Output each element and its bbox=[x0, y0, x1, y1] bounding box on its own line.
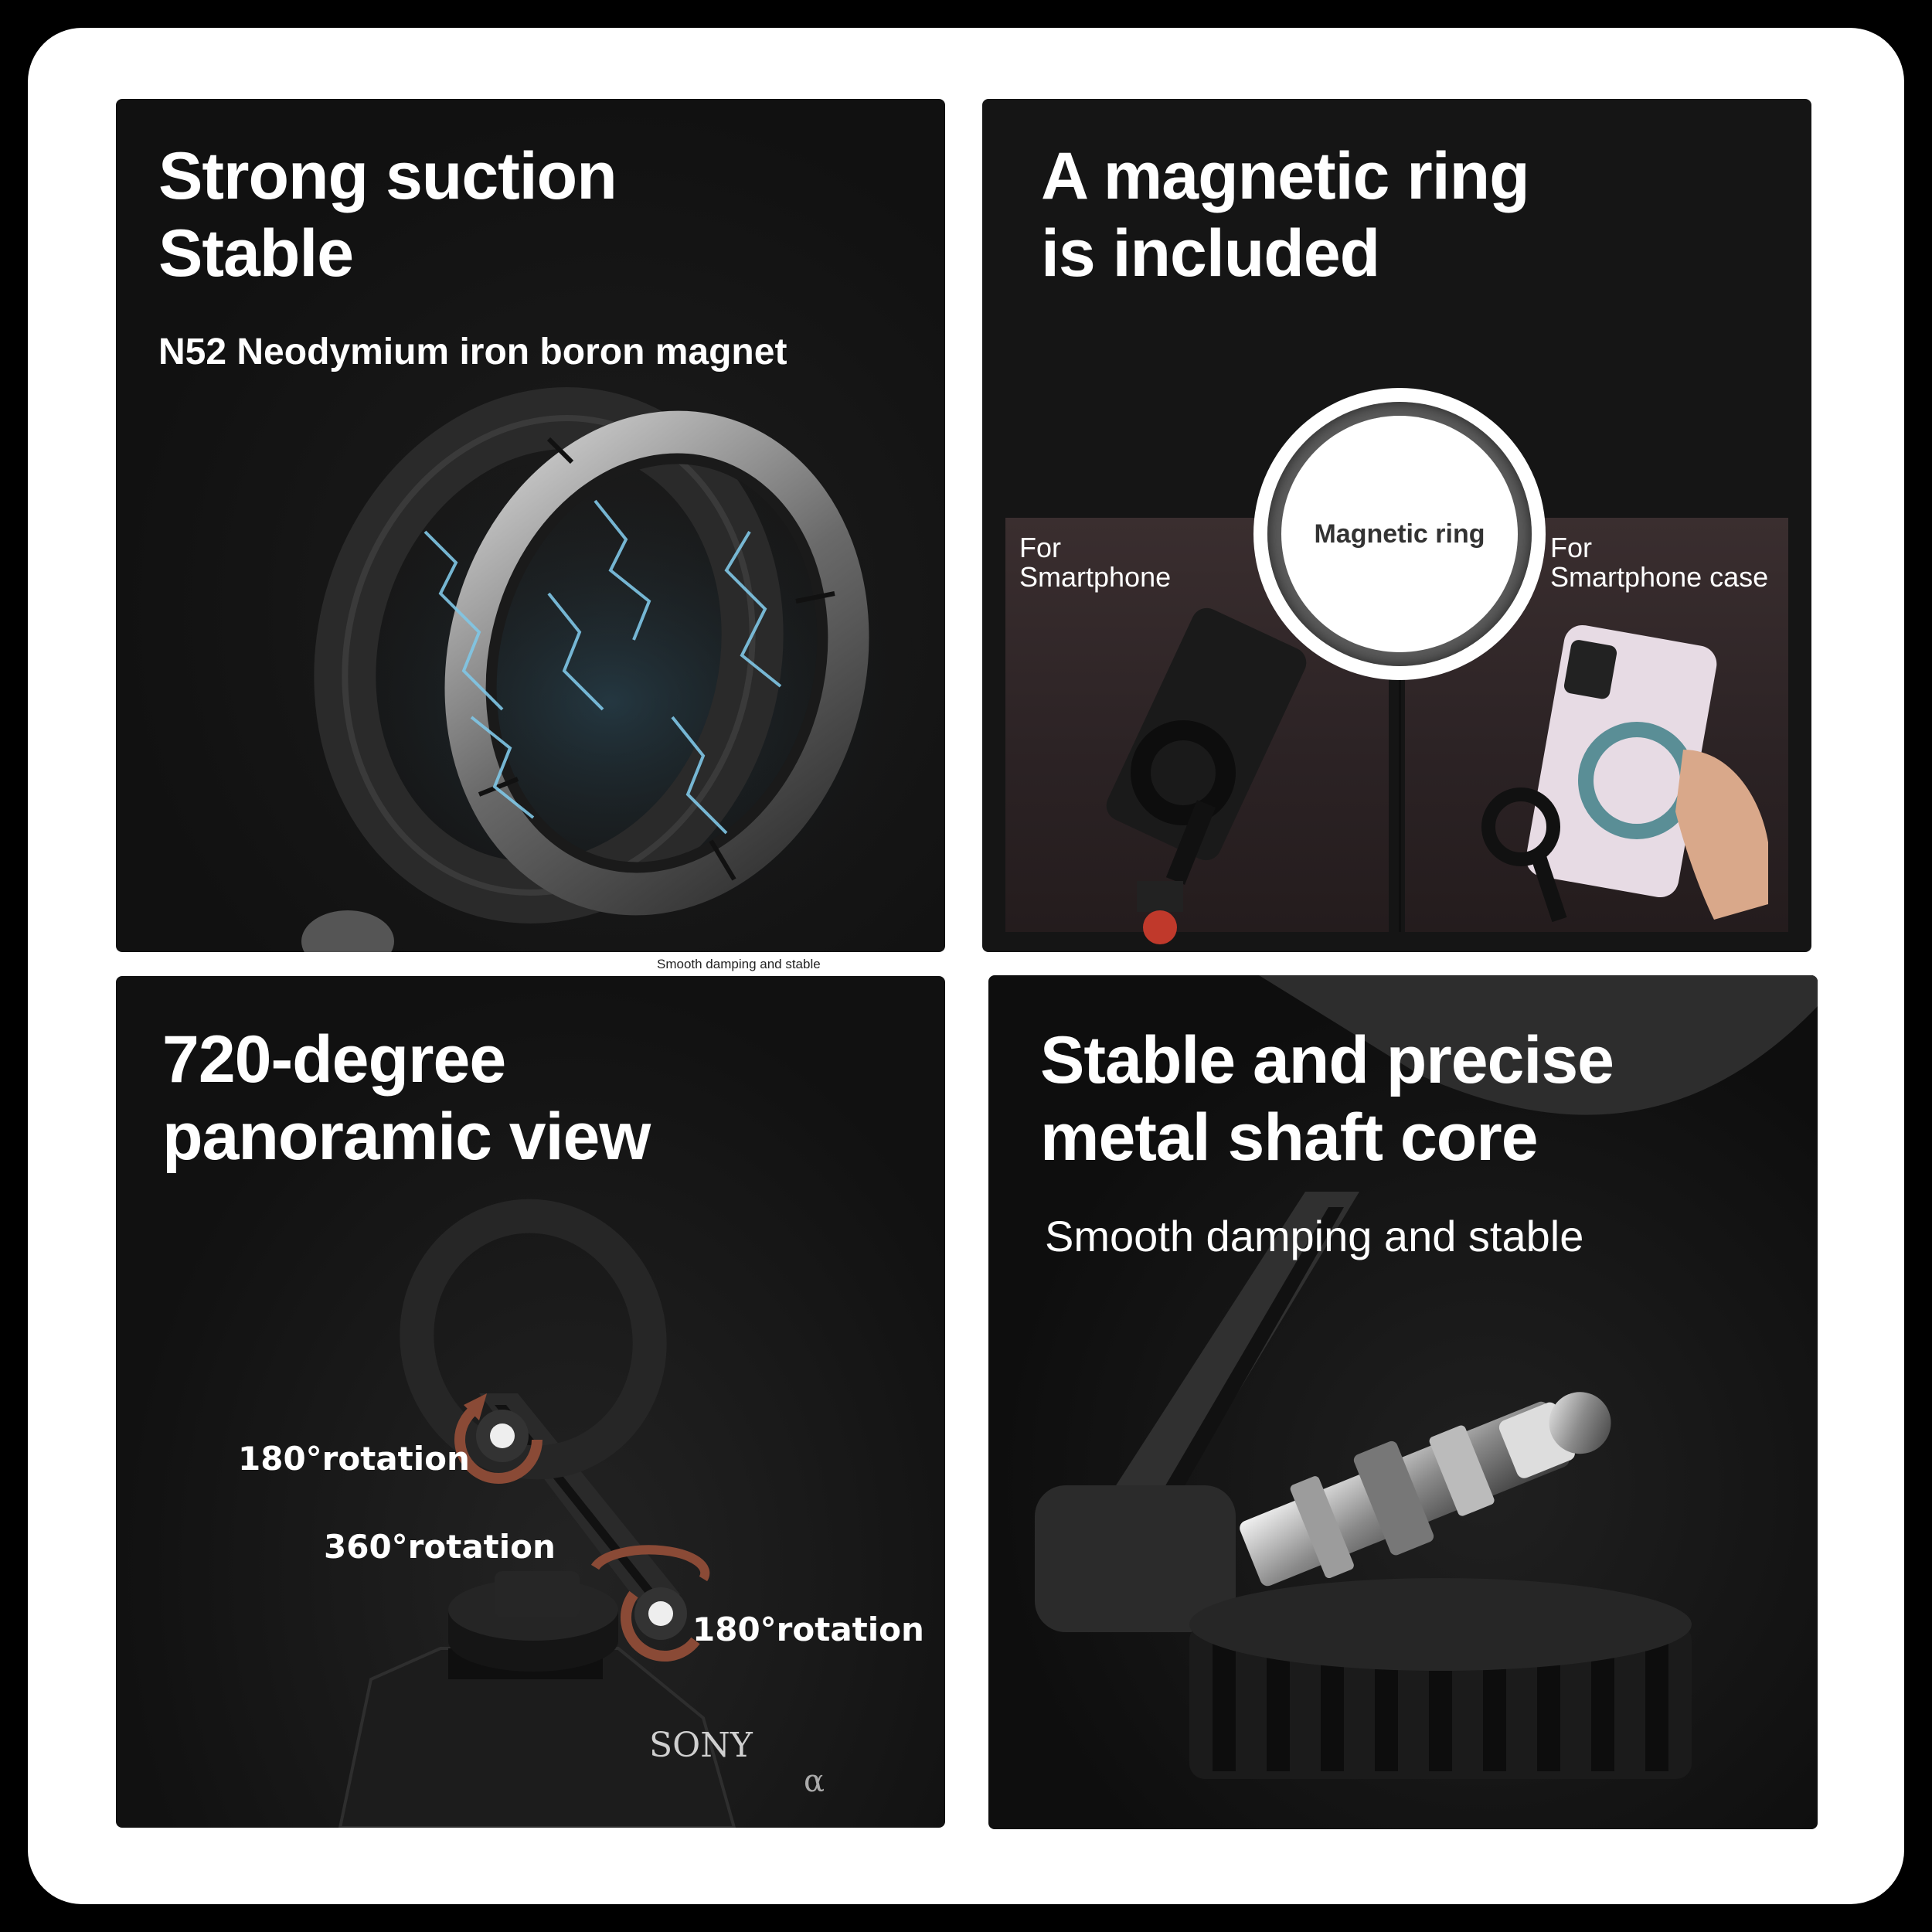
magnet-ring-illustration bbox=[286, 387, 935, 952]
phone-on-mount-illustration bbox=[1106, 607, 1307, 944]
magnet-subtitle: N52 Neodymium iron boron magnet bbox=[158, 332, 787, 372]
camera-brand: SONY bbox=[649, 1726, 753, 1765]
ring-inner: Magnetic ring bbox=[1281, 416, 1518, 652]
panel-magnetic-ring: A magnetic ring is included For Smartpho… bbox=[982, 99, 1811, 952]
title-line-2: panoramic view bbox=[162, 1100, 651, 1174]
title-line-1: Stable and precise bbox=[1040, 1023, 1614, 1097]
title-line-2: is included bbox=[1041, 216, 1380, 291]
label-line-2: Smartphone case bbox=[1550, 561, 1769, 593]
rotation-label-top: 180°rotation bbox=[238, 1440, 470, 1478]
shaft-core-illustration bbox=[1035, 975, 1818, 1779]
camera-badge: α bbox=[804, 1764, 825, 1799]
mount-rotation-illustration: SONY α bbox=[338, 1199, 825, 1828]
label-line-1: For bbox=[1019, 532, 1061, 563]
panel-title: 720-degree panoramic view bbox=[162, 1021, 651, 1175]
title-line-1: Strong suction bbox=[158, 139, 617, 213]
smartphone-label: For Smartphone bbox=[1019, 533, 1171, 592]
panel-title: A magnetic ring is included bbox=[1041, 138, 1530, 292]
badge-label: Magnetic ring bbox=[1314, 519, 1485, 549]
shaft-subtitle: Smooth damping and stable bbox=[1045, 1212, 1584, 1260]
ring-stem bbox=[1399, 680, 1401, 932]
case-on-mount-illustration bbox=[1481, 624, 1768, 923]
label-line-1: For bbox=[1550, 532, 1592, 563]
panel-metal-shaft: Stable and precise metal shaft core Smoo… bbox=[988, 975, 1818, 1829]
panel-title: Stable and precise metal shaft core bbox=[1040, 1022, 1614, 1176]
top-caption: Smooth damping and stable bbox=[657, 957, 821, 971]
title-line-1: 720-degree bbox=[162, 1022, 506, 1097]
panel-strong-suction: Strong suction Stable N52 Neodymium iron… bbox=[116, 99, 945, 952]
panel-panoramic-view: 720-degree panoramic view SONY α 180°rot… bbox=[116, 976, 945, 1828]
label-line-2: Smartphone bbox=[1019, 561, 1172, 593]
panel-title: Strong suction Stable bbox=[158, 138, 617, 292]
magnetic-ring-badge: Magnetic ring bbox=[1253, 388, 1546, 680]
rotation-label-bottom: 180°rotation bbox=[692, 1611, 924, 1648]
title-line-2: metal shaft core bbox=[1040, 1100, 1539, 1175]
title-line-1: A magnetic ring bbox=[1041, 139, 1530, 213]
rotation-label-middle: 360°rotation bbox=[324, 1528, 556, 1566]
smartphone-case-label: For Smartphone case bbox=[1550, 533, 1768, 592]
title-line-2: Stable bbox=[158, 216, 354, 291]
